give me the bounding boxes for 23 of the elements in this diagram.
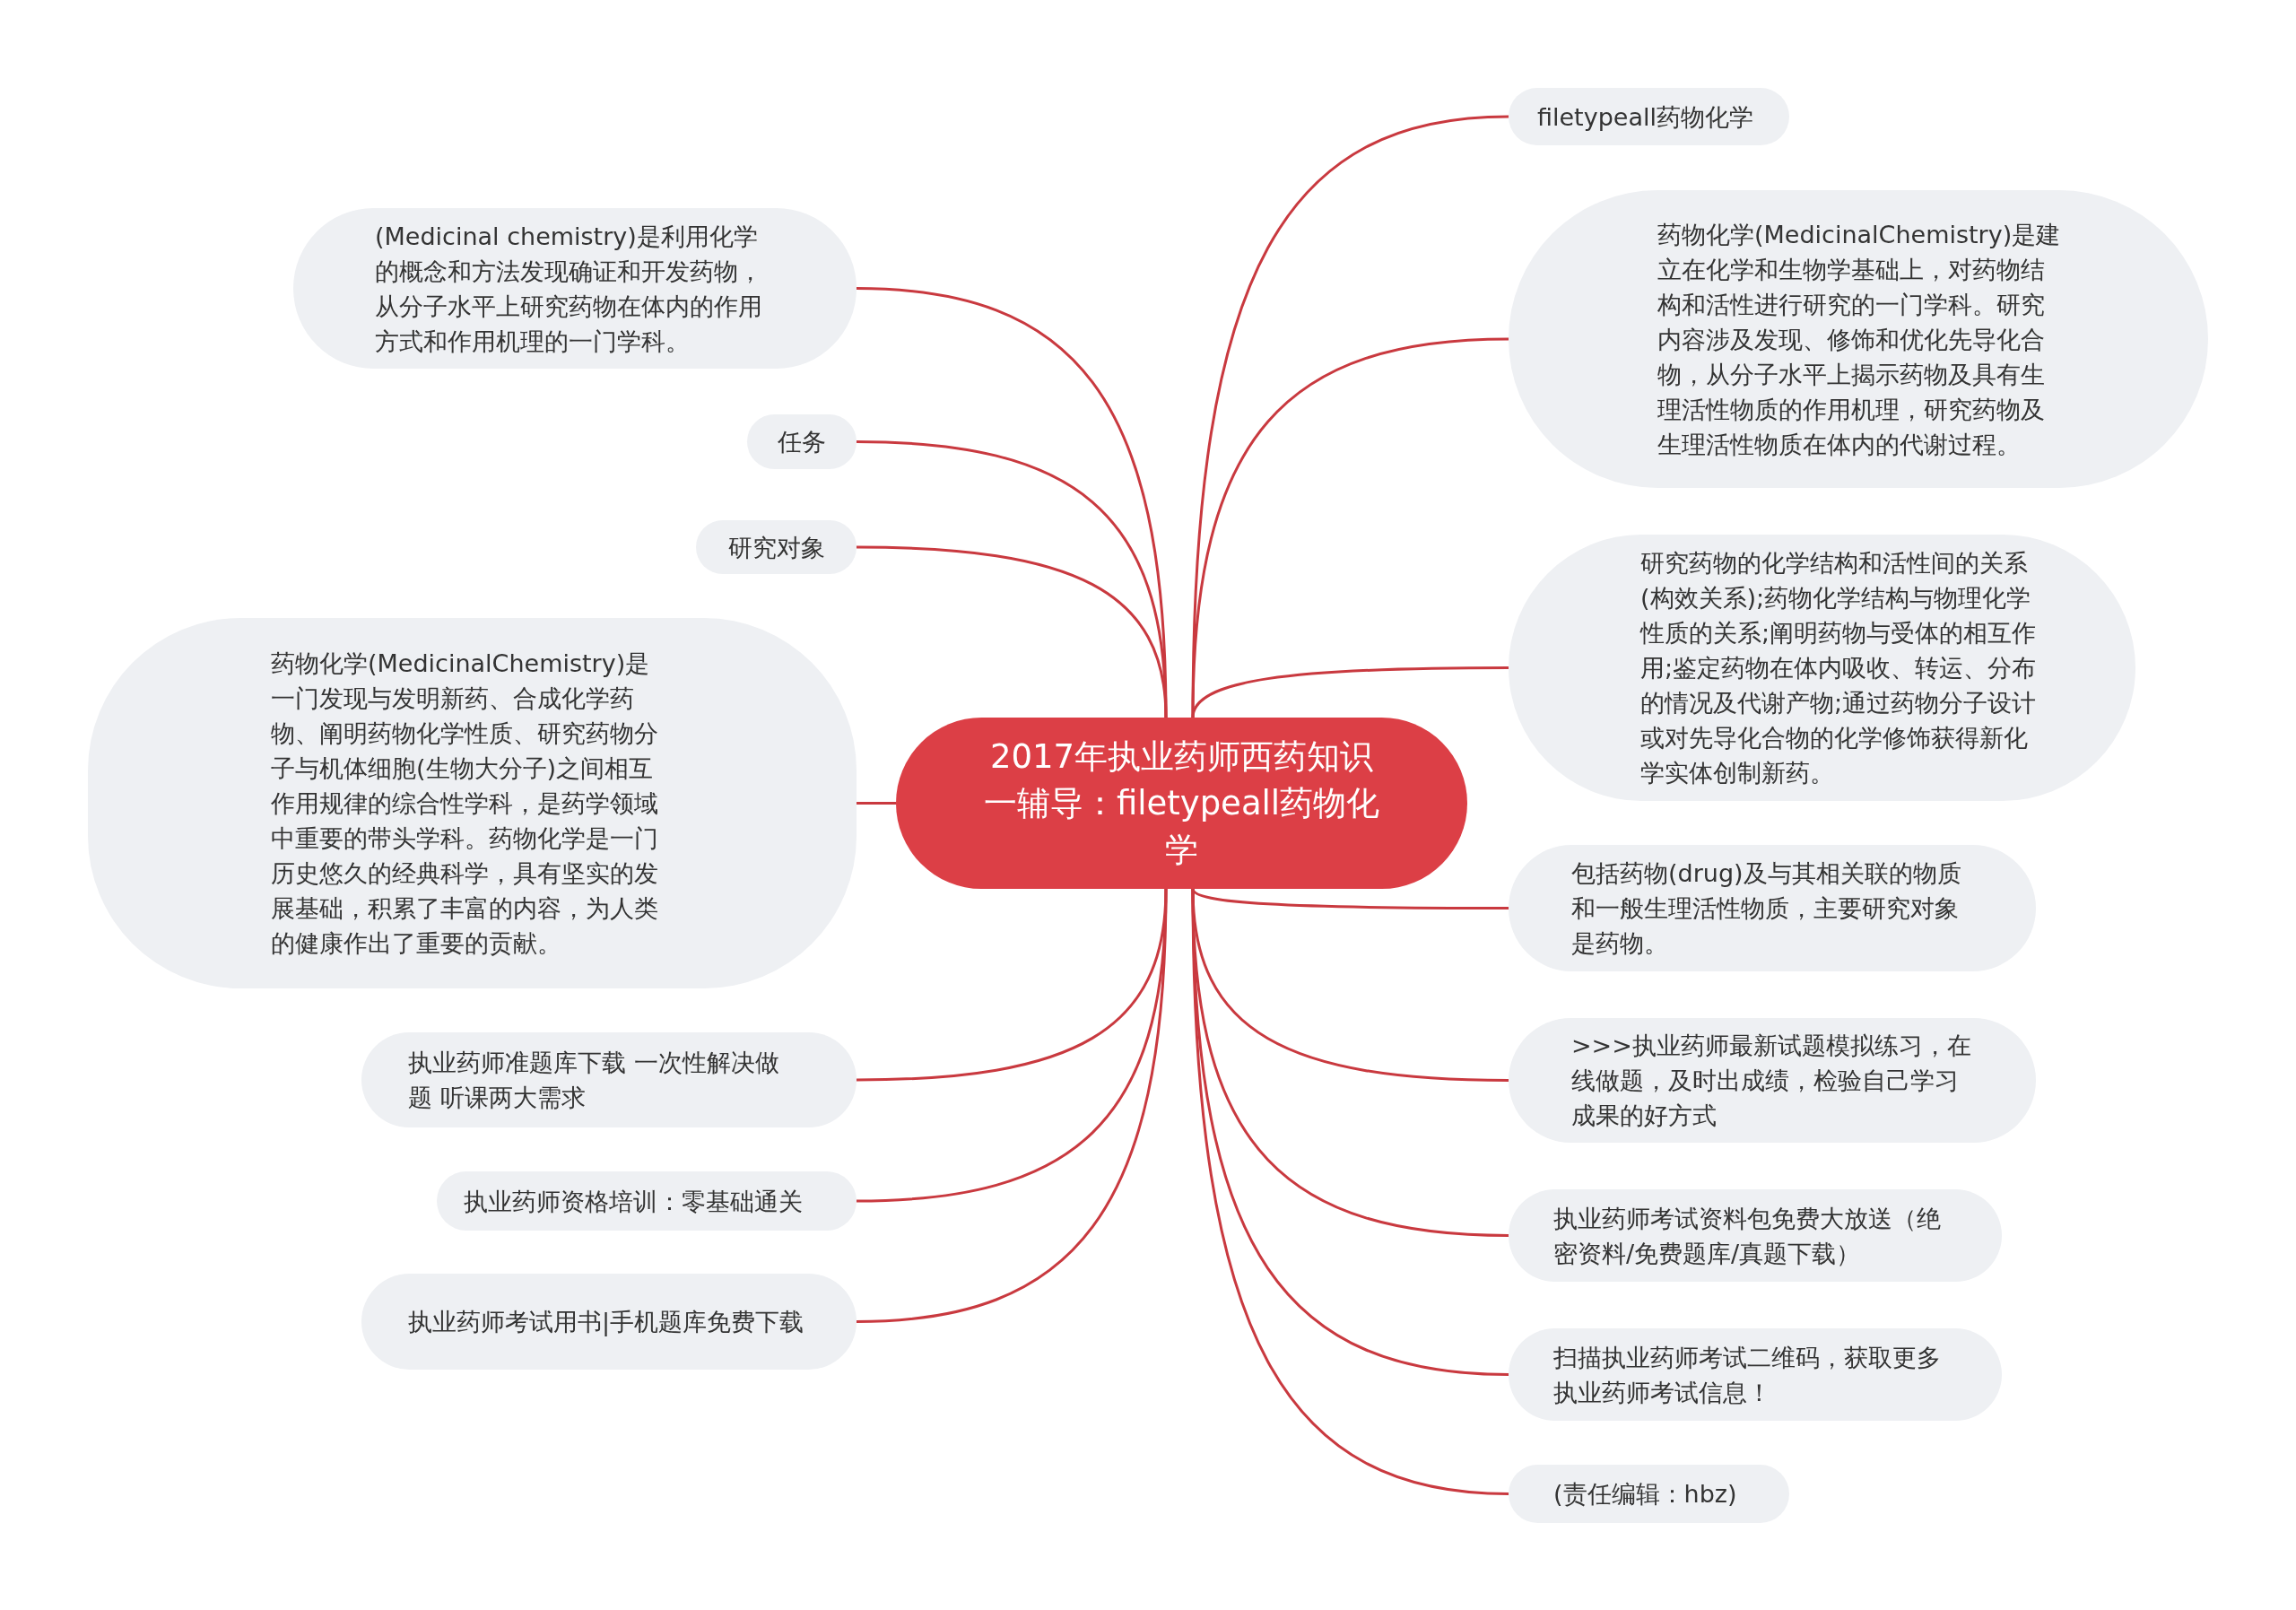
topic-bubble: 任务 (747, 414, 857, 469)
topic-bubble: 执业药师准题库下载 一次性解决做题 听课两大需求 (361, 1032, 857, 1127)
topic-bubble: 执业药师资格培训：零基础通关 (437, 1171, 857, 1231)
topic-bubble: 执业药师考试用书|手机题库免费下载 (361, 1274, 857, 1370)
topic-bubble: filetypeall药物化学 (1509, 88, 1789, 145)
topic-bubble: 药物化学(MedicinalChemistry)是建立在化学和生物学基础上，对药物结构和活性进行研究的一门学科。研究内容涉及发现、修饰和优化先导化合物，从分子水平上揭示药物及具有生理活性物质的作用机理，研究药物及生理活性物质在体内的代谢过程。 (1509, 190, 2208, 488)
topic-bubble: 研究对象 (696, 520, 857, 574)
connector-curve (857, 802, 896, 805)
topic-bubble: 执业药师考试资料包免费大放送（绝密资料/免费题库/真题下载） (1509, 1189, 2002, 1282)
central-topic: 2017年执业药师西药知识一辅导：filetypeall药物化学 (896, 718, 1467, 889)
topic-bubble: >>>执业药师最新试题模拟练习，在线做题，及时出成绩，检验自己学习成果的好方式 (1509, 1018, 2036, 1143)
connector-curve (856, 545, 1168, 718)
topic-bubble: 扫描执业药师考试二维码，获取更多执业药师考试信息！ (1509, 1328, 2002, 1421)
topic-bubble: (责任编辑：hbz) (1509, 1465, 1789, 1523)
connector-curve (1191, 666, 1509, 718)
topic-bubble: 研究药物的化学结构和活性间的关系(构效关系);药物化学结构与物理化学性质的关系;阐明药物与受体的相互作用;鉴定药物在体内吸收、转运、分布的情况及代谢产物;通过药物分子设计或对先导化合物的化学修饰获得新化学实体创制新药。 (1509, 535, 2135, 801)
connector-curve (1191, 115, 1509, 718)
connector-curve (1191, 337, 1509, 718)
connector-curve (856, 888, 1168, 1323)
topic-bubble: 药物化学(MedicinalChemistry)是一门发现与发明新药、合成化学药物、阐明药物化学性质、研究药物分子与机体细胞(生物大分子)之间相互作用规律的综合性学科，是药学领域中重要的带头学科。药物化学是一门历史悠久的经典科学，具有坚实的发展基础，积累了丰富的内容，为人类的健康作出了重要的贡献。 (88, 618, 857, 988)
topic-bubble: 包括药物(drug)及与其相关联的物质和一般生理活性物质，主要研究对象是药物。 (1509, 845, 2036, 971)
topic-bubble: (Medicinal chemistry)是利用化学的概念和方法发现确证和开发药物，从分子水平上研究药物在体内的作用方式和作用机理的一门学科。 (293, 208, 857, 369)
connector-curve (1191, 888, 1509, 1495)
